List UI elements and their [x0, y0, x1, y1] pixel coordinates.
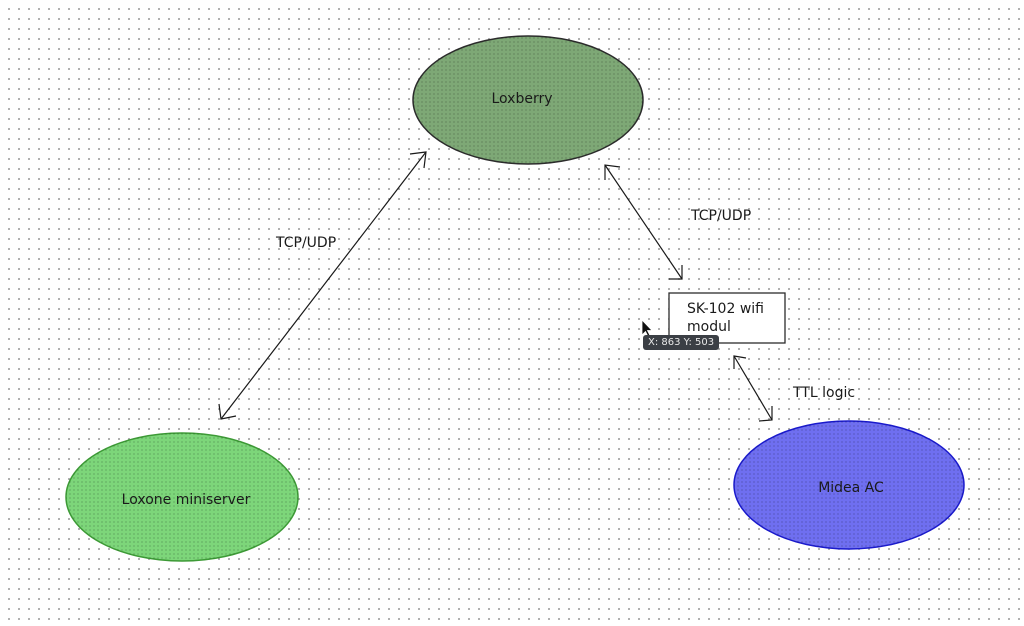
- arrowhead-icon: [733, 355, 747, 369]
- cursor-coordinates-tooltip: X: 863 Y: 503: [643, 335, 720, 350]
- edge-label-loxone-loxberry: TCP/UDP: [275, 235, 336, 251]
- edge-loxberry-module[interactable]: [604, 164, 683, 280]
- edge-label-loxberry-module: TCP/UDP: [690, 208, 751, 224]
- loxone-miniserver-node[interactable]: Loxone miniserver: [65, 432, 299, 562]
- midea-ac-label: Midea AC: [818, 480, 884, 496]
- arrowhead-icon: [604, 164, 621, 180]
- arrowhead-icon: [218, 403, 237, 420]
- module-label-line1: SK-102 wifi: [687, 301, 764, 317]
- loxberry-label: Loxberry: [491, 91, 552, 107]
- loxberry-node[interactable]: Loxberry: [412, 35, 644, 165]
- edge-label-module-midea: TTL logic: [792, 385, 855, 401]
- edge-loxone-loxberry[interactable]: [218, 151, 427, 420]
- sk102-module-node[interactable]: SK-102 wifi modul: [668, 292, 786, 344]
- arrowhead-icon: [669, 265, 683, 280]
- arrowhead-icon: [409, 151, 427, 169]
- arrowhead-icon: [758, 406, 773, 422]
- midea-ac-node[interactable]: Midea AC: [733, 420, 965, 550]
- module-label-line2: modul: [687, 319, 731, 335]
- edge-module-midea[interactable]: [733, 355, 773, 422]
- loxone-miniserver-label: Loxone miniserver: [122, 492, 251, 508]
